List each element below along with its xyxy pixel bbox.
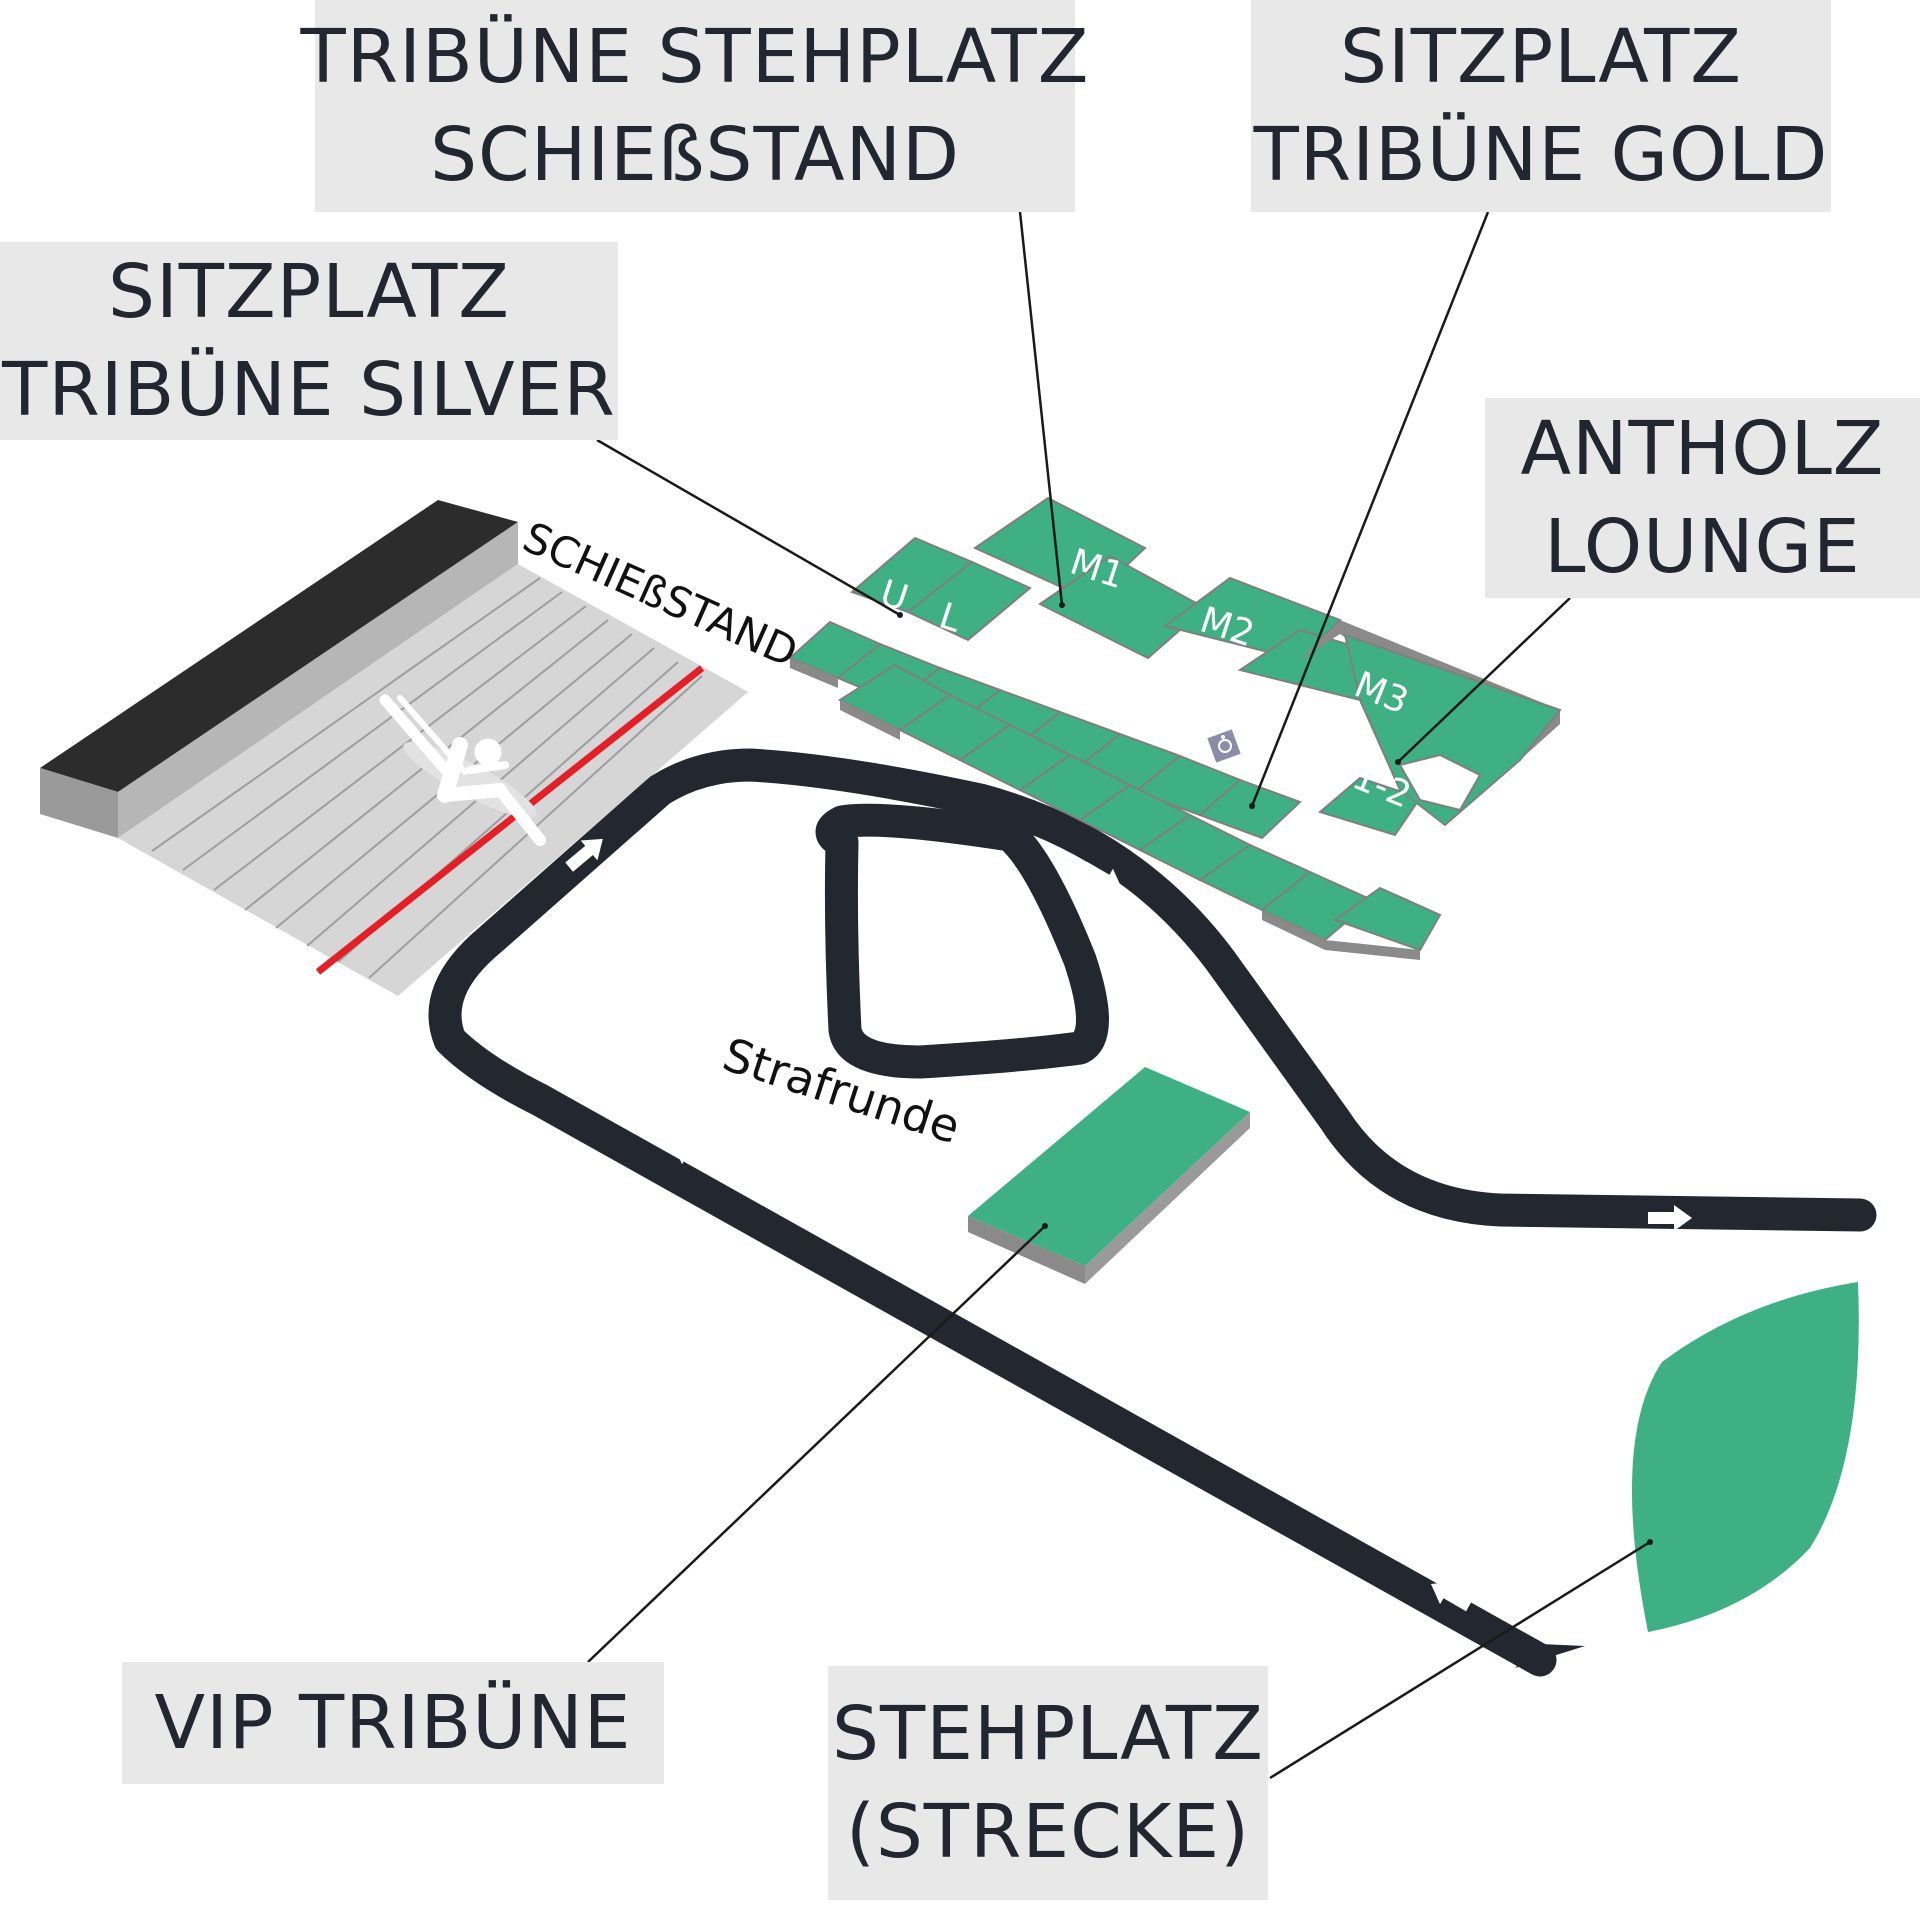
block-label-l6: L bbox=[1240, 722, 1272, 767]
leader-lines bbox=[587, 211, 1651, 1780]
label-line: TRIBÜNE GOLD bbox=[1253, 112, 1829, 198]
wheelchair-icon bbox=[1207, 729, 1241, 763]
label-tribune-stehplatz: TRIBÜNE STEHPLATZ SCHIEßSTAND bbox=[301, 0, 1088, 212]
block-label-l4: L bbox=[1119, 668, 1151, 713]
label-line: STEHPLATZ bbox=[832, 1691, 1264, 1777]
label-vip-tribune: VIP TRIBÜNE bbox=[122, 1662, 664, 1784]
biathlete-icon bbox=[379, 694, 546, 846]
arrow-icon bbox=[565, 838, 1692, 1612]
label-sitzplatz-silver: SITZPLATZ TRIBÜNE SILVER bbox=[0, 242, 618, 440]
label-stehplatz-strecke: STEHPLATZ (STRECKE) bbox=[828, 1666, 1268, 1900]
shooting-range bbox=[40, 500, 748, 996]
label-sitzplatz-gold: SITZPLATZ TRIBÜNE GOLD bbox=[1251, 0, 1831, 212]
label-line: ANTHOLZ bbox=[1520, 406, 1885, 492]
standing-area-track bbox=[1631, 1282, 1859, 1632]
label-line: SITZPLATZ bbox=[107, 249, 511, 335]
label-line: (STRECKE) bbox=[845, 1789, 1251, 1875]
label-line: SCHIEßSTAND bbox=[430, 112, 960, 198]
label-antholz-lounge: ANTHOLZ LOUNGE bbox=[1485, 398, 1920, 598]
block-label-l5: L bbox=[1183, 693, 1215, 738]
label-line: SITZPLATZ bbox=[1339, 14, 1743, 100]
vip-tribune-block bbox=[968, 1067, 1250, 1284]
track-end bbox=[1515, 1644, 1585, 1668]
grandstand-blocks bbox=[788, 496, 1562, 960]
label-line: TRIBÜNE SILVER bbox=[2, 347, 616, 433]
block-label-l2: L bbox=[995, 620, 1027, 665]
label-line: VIP TRIBÜNE bbox=[154, 1680, 632, 1766]
race-track bbox=[428, 748, 1877, 1677]
label-line: LOUNGE bbox=[1544, 504, 1861, 590]
leader-anchors bbox=[897, 602, 1653, 1545]
label-line: TRIBÜNE STEHPLATZ bbox=[300, 14, 1090, 100]
block-label-l7: L bbox=[1275, 744, 1307, 789]
block-label-l3: L bbox=[1058, 644, 1090, 689]
